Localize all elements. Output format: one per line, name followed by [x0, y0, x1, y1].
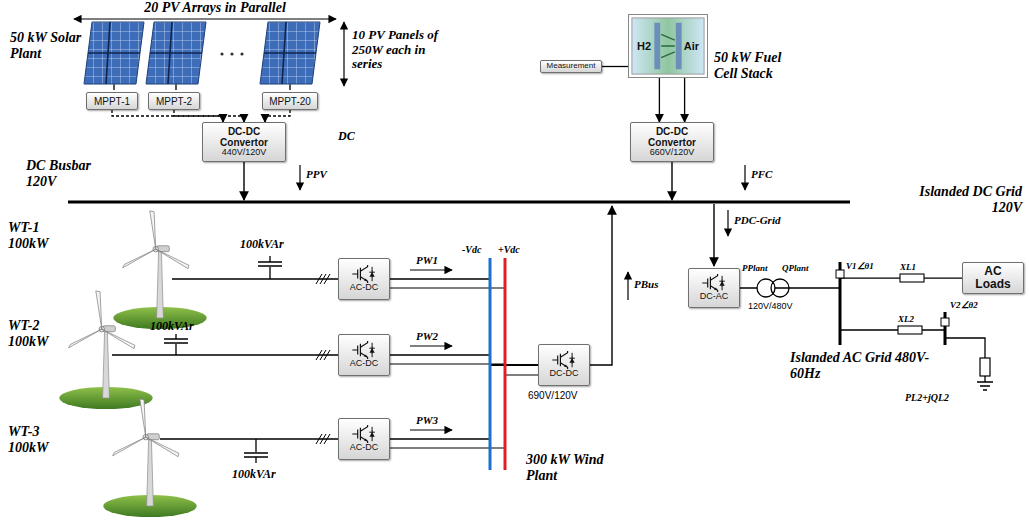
converter-box: MPPT-1 [86, 92, 138, 110]
node-text: DC-AC [700, 292, 729, 302]
label-text: +Vdc [498, 244, 532, 255]
label-text: QPlant [782, 263, 820, 273]
node-text: DC-DC [550, 369, 579, 379]
connector [174, 110, 244, 122]
label-text: DC Busbar 120V [26, 158, 106, 189]
connector [390, 279, 538, 365]
igbt-symbol [699, 274, 729, 292]
converter-box: Measurement [540, 60, 602, 73]
connector [602, 66, 628, 67]
fuel-cell-stack: H2 Air [628, 14, 708, 78]
node-text: DC-DC Convertor [634, 126, 710, 148]
label-text: PW3 [416, 414, 456, 426]
node-text: AC Loads [966, 265, 1020, 291]
converter-box: MPPT-2 [148, 92, 200, 110]
label-text: PW2 [416, 330, 456, 342]
node-text: MPPT-1 [94, 96, 130, 107]
label-text: WT-3 100kW [8, 424, 66, 455]
converter-box: DC-DC Convertor440V/120V [202, 122, 286, 162]
label-text: PL2+jQL2 [905, 392, 977, 403]
transformer-winding [757, 279, 775, 297]
label-text: -Vdc [462, 244, 492, 255]
converter-box: AC-DC [338, 334, 390, 376]
label-text: Islanded AC Grid 480V-60Hz [790, 350, 932, 381]
label-text: 50 kW Fuel Cell Stack [714, 50, 798, 81]
connector [112, 110, 223, 122]
node-text: Air [684, 40, 699, 52]
node-text: MPPT-20 [269, 96, 311, 107]
node-text: 660V/120V [650, 148, 695, 158]
connector [390, 365, 538, 439]
node-text: Measurement [547, 62, 596, 71]
igbt-symbol [349, 425, 379, 443]
bus-node [941, 318, 949, 326]
converter-box: DC-AC [688, 268, 740, 308]
label-text: DC [338, 130, 368, 143]
node-text: AC-DC [350, 359, 379, 369]
label-text: 10 PV Panels of 250W each in series [352, 28, 456, 72]
connector [659, 78, 660, 122]
igbt-symbol [349, 265, 379, 283]
label-text: XL2 [898, 314, 928, 324]
label-text: V2∠θ2 [950, 300, 994, 310]
label-text: PW1 [416, 254, 456, 266]
label-text: 100kVAr [150, 320, 212, 333]
converter-box: MPPT-20 [262, 92, 318, 110]
label-text: PPV [306, 168, 346, 180]
node-text: AC-DC [350, 443, 379, 453]
converter-box: AC-DC [338, 258, 390, 300]
connector [390, 355, 538, 365]
node-text: AC-DC [350, 283, 379, 293]
dc-busbar [68, 201, 850, 204]
label-text: 690V/120V [528, 390, 600, 401]
node-text: MPPT-2 [156, 96, 192, 107]
label-text: WT-1 100kW [8, 220, 66, 251]
label-text: 120V/480V [748, 301, 812, 311]
label-text: PDC-Grid [734, 214, 804, 226]
label-text: 100kVAr [240, 238, 302, 251]
node-text: H2 [637, 40, 651, 52]
ac-bus [944, 312, 947, 345]
line-reactance [898, 326, 922, 334]
node-text: DC-DC Convertor [206, 126, 282, 148]
converter-box: DC-DC [538, 344, 590, 386]
converter-box: DC-DC Convertor660V/120V [630, 122, 714, 162]
node-text: 440V/120V [222, 148, 267, 158]
positive-rail [504, 258, 507, 470]
label-text: V1∠θ1 [846, 261, 890, 271]
igbt-symbol [349, 341, 379, 359]
label-text: 20 PV Arrays in Parallel [100, 0, 330, 16]
label-text: PPlant [742, 263, 780, 273]
label-text: PBus [634, 278, 678, 290]
label-text: Islanded DC Grid 120V [890, 184, 1022, 215]
connector [684, 78, 685, 122]
label-text: WT-2 100kW [8, 318, 66, 349]
label-text: 50 kW Solar Plant [10, 30, 82, 61]
label-text: XL1 [900, 262, 930, 272]
connector [265, 110, 290, 122]
transformer-winding [771, 279, 789, 297]
negative-rail [489, 258, 492, 470]
label-text: 100kVAr [232, 468, 294, 481]
label-text: 300 kW Wind Plant [526, 452, 612, 483]
label-text: PFC [751, 168, 791, 180]
bus-node [836, 270, 844, 278]
converter-box: AC-DC [338, 418, 390, 460]
line-reactance [900, 274, 924, 282]
igbt-symbol [549, 351, 579, 369]
converter-box: AC Loads [962, 262, 1024, 294]
